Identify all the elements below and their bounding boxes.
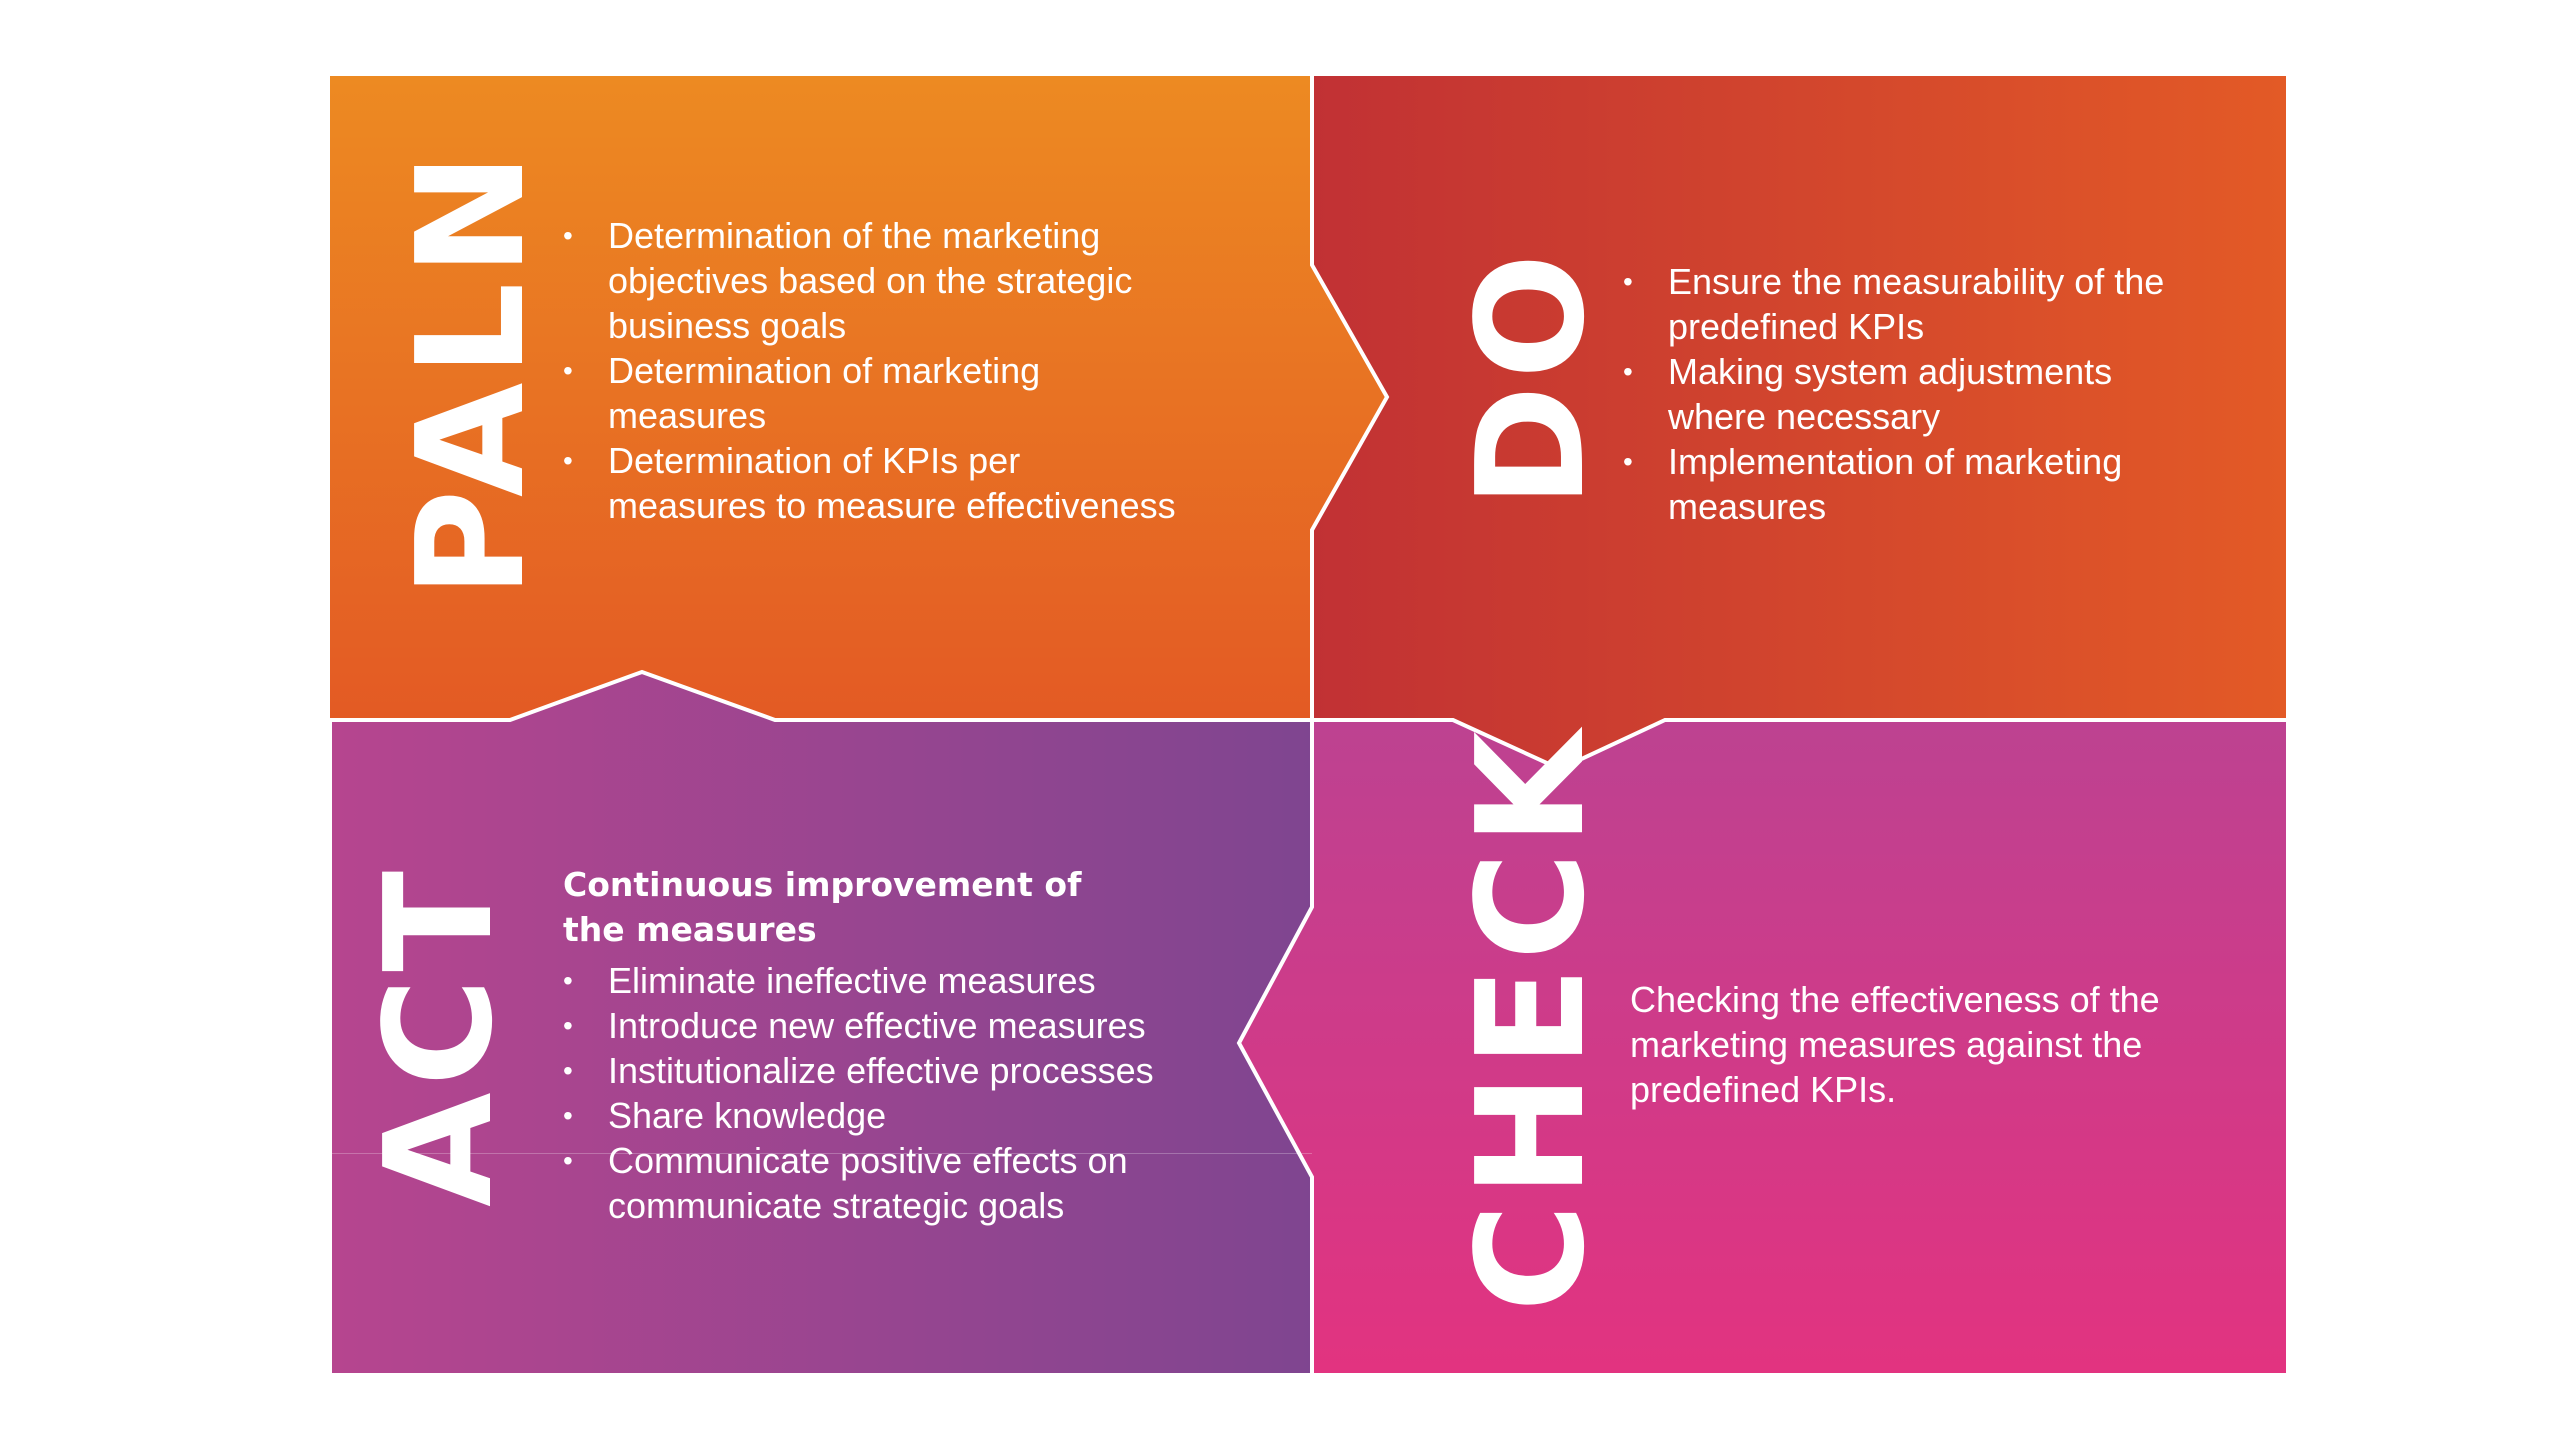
check-text: Checking the effectiveness of the market… xyxy=(1630,977,2230,1112)
plan-bullet: Determination of KPIs per measures to me… xyxy=(563,438,1183,528)
act-bullet-list: Eliminate ineffective measures Introduce… xyxy=(563,958,1248,1228)
plan-title: PALN xyxy=(385,146,557,598)
divider-lines xyxy=(330,76,2286,1373)
do-title: DO xyxy=(1445,247,1617,508)
act-text: Continuous improvement of the measures E… xyxy=(563,862,1248,1228)
do-bullet: Implementation of marketing measures xyxy=(1623,439,2183,529)
do-check-arrow-divider xyxy=(1312,718,2286,772)
act-bullet: Institutionalize effective processes xyxy=(563,1048,1248,1093)
act-bullet: Communicate positive effects on communic… xyxy=(563,1138,1248,1228)
check-quadrant xyxy=(1239,720,2286,1373)
act-bullet: Eliminate ineffective measures xyxy=(563,958,1248,1003)
act-bullet: Share knowledge xyxy=(563,1093,1248,1138)
check-paragraph: Checking the effectiveness of the market… xyxy=(1630,979,2160,1110)
plan-text: Determination of the marketing objective… xyxy=(563,213,1183,528)
do-bullet-list: Ensure the measurability of the predefin… xyxy=(1623,259,2183,529)
act-plan-arrow-divider xyxy=(330,669,1312,722)
do-bullet: Ensure the measurability of the predefin… xyxy=(1623,259,2183,349)
plan-do-arrow-divider xyxy=(1310,76,1390,720)
act-title: ACT xyxy=(353,864,525,1207)
do-text: Ensure the measurability of the predefin… xyxy=(1623,259,2183,529)
act-bullet: Introduce new effective measures xyxy=(563,1003,1248,1048)
act-heading: Continuous improvement of the measures xyxy=(563,865,1082,949)
check-title: CHECK xyxy=(1445,725,1617,1312)
plan-bullet: Determination of marketing measures xyxy=(563,348,1183,438)
plan-bullet: Determination of the marketing objective… xyxy=(563,213,1183,348)
plan-bullet-list: Determination of the marketing objective… xyxy=(563,213,1183,528)
do-bullet: Making system adjustments where necessar… xyxy=(1623,349,2183,439)
